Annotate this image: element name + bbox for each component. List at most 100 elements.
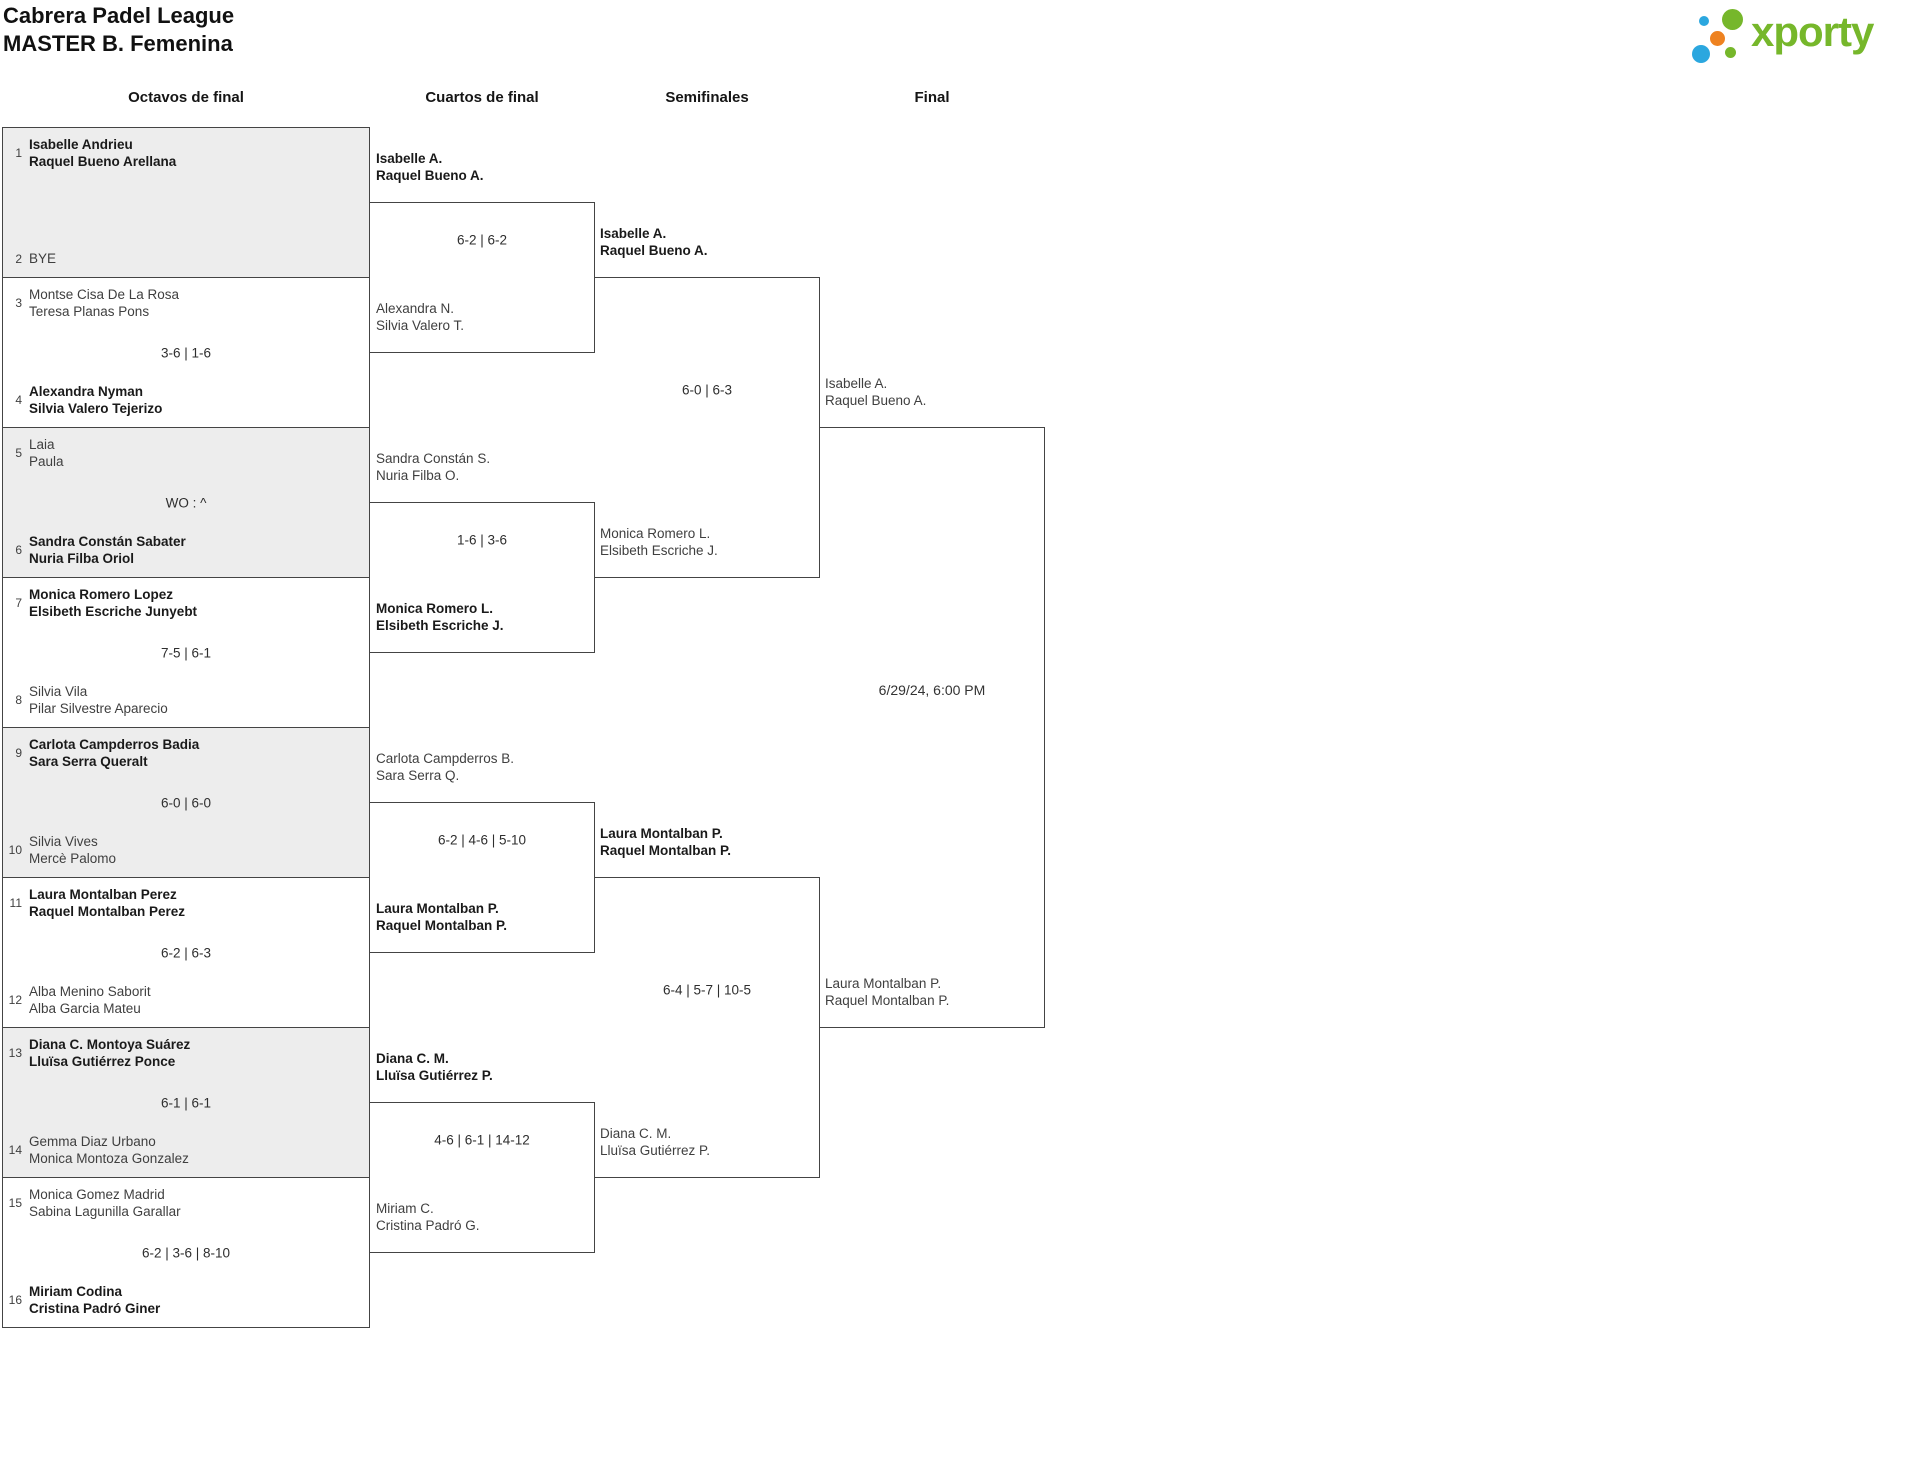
participant-names: Isabelle Andrieu Raquel Bueno Arellana <box>29 136 176 170</box>
match-card-octavos-2[interactable]: 3 Montse Cisa De La Rosa Teresa Planas P… <box>2 277 370 428</box>
participant-names: Sandra Constán Sabater Nuria Filba Oriol <box>29 533 186 567</box>
participant-names: Miriam Codina Cristina Padró Giner <box>29 1283 160 1317</box>
player-name: Raquel Montalban P. <box>600 843 732 858</box>
bracket-connector-line <box>370 1102 595 1103</box>
cuartos-1-team-top: Isabelle A. Raquel Bueno A. <box>376 150 484 184</box>
participant-names: Laura Montalban Perez Raquel Montalban P… <box>29 886 185 920</box>
player-name: Silvia Valero Tejerizo <box>29 401 163 416</box>
participant-names: Carlota Campderros Badia Sara Serra Quer… <box>29 736 199 770</box>
player-name: Sara Serra Queralt <box>29 754 148 769</box>
participant-names: BYE <box>29 250 56 267</box>
player-name: Gemma Diaz Urbano <box>29 1134 156 1149</box>
bracket-connector-line <box>595 1177 820 1178</box>
cuartos-3-team-bottom: Laura Montalban P. Raquel Montalban P. <box>376 900 507 934</box>
player-name: Monica Romero L. <box>376 601 494 616</box>
seed-number: 12 <box>8 993 22 1007</box>
participant-row: 1 Isabelle Andrieu Raquel Bueno Arellana <box>3 136 369 170</box>
player-name: Cristina Padró G. <box>376 1218 480 1233</box>
player-name: Alba Garcia Mateu <box>29 1001 141 1016</box>
seed-number: 14 <box>8 1143 22 1157</box>
cuartos-3-score: 6-2 | 4-6 | 5-10 <box>437 832 527 848</box>
player-name: Carlota Campderros Badia <box>29 737 200 752</box>
category-title: MASTER B. Femenina <box>3 31 233 56</box>
player-name: Alexandra N. <box>376 301 455 316</box>
match-card-octavos-6[interactable]: 11 Laura Montalban Perez Raquel Montalba… <box>2 877 370 1028</box>
cuartos-4-score: 4-6 | 6-1 | 14-12 <box>434 1132 530 1148</box>
player-name: Elsibeth Escriche J. <box>376 618 504 633</box>
cuartos-4-team-top: Diana C. M. Lluïsa Gutiérrez P. <box>376 1050 493 1084</box>
player-name: Laia <box>29 437 55 452</box>
match-score: 7-5 | 6-1 <box>160 645 212 660</box>
player-name: Isabelle A. <box>825 376 888 391</box>
player-name: Pilar Silvestre Aparecio <box>29 701 168 716</box>
player-name: Sandra Constán Sabater <box>29 534 186 549</box>
cuartos-4-team-bottom: Miriam C. Cristina Padró G. <box>376 1200 480 1234</box>
participant-row: 13 Diana C. Montoya Suárez Lluïsa Gutiér… <box>3 1036 369 1070</box>
participant-names: Montse Cisa De La Rosa Teresa Planas Pon… <box>29 286 179 320</box>
bracket-connector-line <box>1044 427 1045 1028</box>
player-name: Teresa Planas Pons <box>29 304 150 319</box>
logo-wordmark: xporty <box>1751 8 1874 55</box>
bracket-connector-line <box>370 1252 595 1253</box>
match-card-octavos-8[interactable]: 15 Monica Gomez Madrid Sabina Lagunilla … <box>2 1177 370 1328</box>
seed-number: 15 <box>8 1196 22 1210</box>
cuartos-1-team-bottom: Alexandra N. Silvia Valero T. <box>376 300 464 334</box>
player-name: Lluïsa Gutiérrez P. <box>600 1143 711 1158</box>
player-name: Alexandra Nyman <box>29 384 144 399</box>
participant-names: Alba Menino Saborit Alba Garcia Mateu <box>29 983 151 1017</box>
player-name: Raquel Bueno A. <box>376 168 484 183</box>
cuartos-1-score: 6-2 | 6-2 <box>456 232 508 248</box>
bracket-connector-line <box>370 352 595 353</box>
participant-names: Laia Paula <box>29 436 64 470</box>
player-name: Silvia Vila <box>29 684 88 699</box>
participant-row: 11 Laura Montalban Perez Raquel Montalba… <box>3 886 369 920</box>
participant-names: Diana C. Montoya Suárez Lluïsa Gutiérrez… <box>29 1036 190 1070</box>
player-name: BYE <box>29 251 57 266</box>
semifinal-1-team-bottom: Monica Romero L. Elsibeth Escriche J. <box>600 525 718 559</box>
logo-dot-blue-large <box>1692 45 1710 63</box>
bracket-connector-line <box>595 877 820 878</box>
player-name: Laura Montalban P. <box>600 826 723 841</box>
player-name: Diana C. M. <box>376 1051 449 1066</box>
player-name: Silvia Vives <box>29 834 98 849</box>
match-card-octavos-7[interactable]: 13 Diana C. Montoya Suárez Lluïsa Gutiér… <box>2 1027 370 1178</box>
participant-names: Alexandra Nyman Silvia Valero Tejerizo <box>29 383 162 417</box>
seed-number: 3 <box>15 296 22 310</box>
player-name: Laura Montalban P. <box>376 901 499 916</box>
player-name: Paula <box>29 454 64 469</box>
seed-number: 11 <box>9 896 22 910</box>
round-header-cuartos: Cuartos de final <box>425 89 539 106</box>
match-score: 3-6 | 1-6 <box>160 345 212 360</box>
bracket-connector-line <box>820 1027 1045 1028</box>
seed-number: 4 <box>15 393 22 407</box>
match-card-octavos-5[interactable]: 9 Carlota Campderros Badia Sara Serra Qu… <box>2 727 370 878</box>
participant-row: 16 Miriam Codina Cristina Padró Giner <box>3 1283 369 1317</box>
participant-row: 14 Gemma Diaz Urbano Monica Montoza Gonz… <box>3 1133 369 1167</box>
player-name: Raquel Montalban Perez <box>29 904 186 919</box>
player-name: Laura Montalban P. <box>825 976 942 991</box>
seed-number: 1 <box>15 146 22 160</box>
match-score: 6-1 | 6-1 <box>160 1095 212 1110</box>
player-name: Elsibeth Escriche J. <box>600 543 718 558</box>
match-card-octavos-3[interactable]: 5 Laia Paula WO : ^ 6 Sandra Constán Sab… <box>2 427 370 578</box>
participant-row: 10 Silvia Vives Mercè Palomo <box>3 833 369 867</box>
semifinal-2-score: 6-4 | 5-7 | 10-5 <box>662 982 752 998</box>
bracket-connector-line <box>595 577 820 578</box>
semifinal-2-team-top: Laura Montalban P. Raquel Montalban P. <box>600 825 731 859</box>
player-name: Miriam C. <box>376 1201 434 1216</box>
seed-number: 8 <box>15 693 22 707</box>
logo-dot-orange <box>1710 31 1725 46</box>
cuartos-2-score: 1-6 | 3-6 <box>456 532 508 548</box>
seed-number: 6 <box>15 543 22 557</box>
participant-row: 9 Carlota Campderros Badia Sara Serra Qu… <box>3 736 369 770</box>
player-name: Nuria Filba O. <box>376 468 460 483</box>
match-card-octavos-4[interactable]: 7 Monica Romero Lopez Elsibeth Escriche … <box>2 577 370 728</box>
match-score: 6-2 | 6-3 <box>160 945 212 960</box>
participant-names: Monica Romero Lopez Elsibeth Escriche Ju… <box>29 586 197 620</box>
player-name: Monica Montoza Gonzalez <box>29 1151 189 1166</box>
match-score: WO : ^ <box>165 495 207 510</box>
bracket-connector-line <box>594 802 595 953</box>
match-card-octavos-1[interactable]: 1 Isabelle Andrieu Raquel Bueno Arellana… <box>2 127 370 278</box>
seed-number: 2 <box>15 251 22 266</box>
cuartos-3-team-top: Carlota Campderros B. Sara Serra Q. <box>376 750 514 784</box>
